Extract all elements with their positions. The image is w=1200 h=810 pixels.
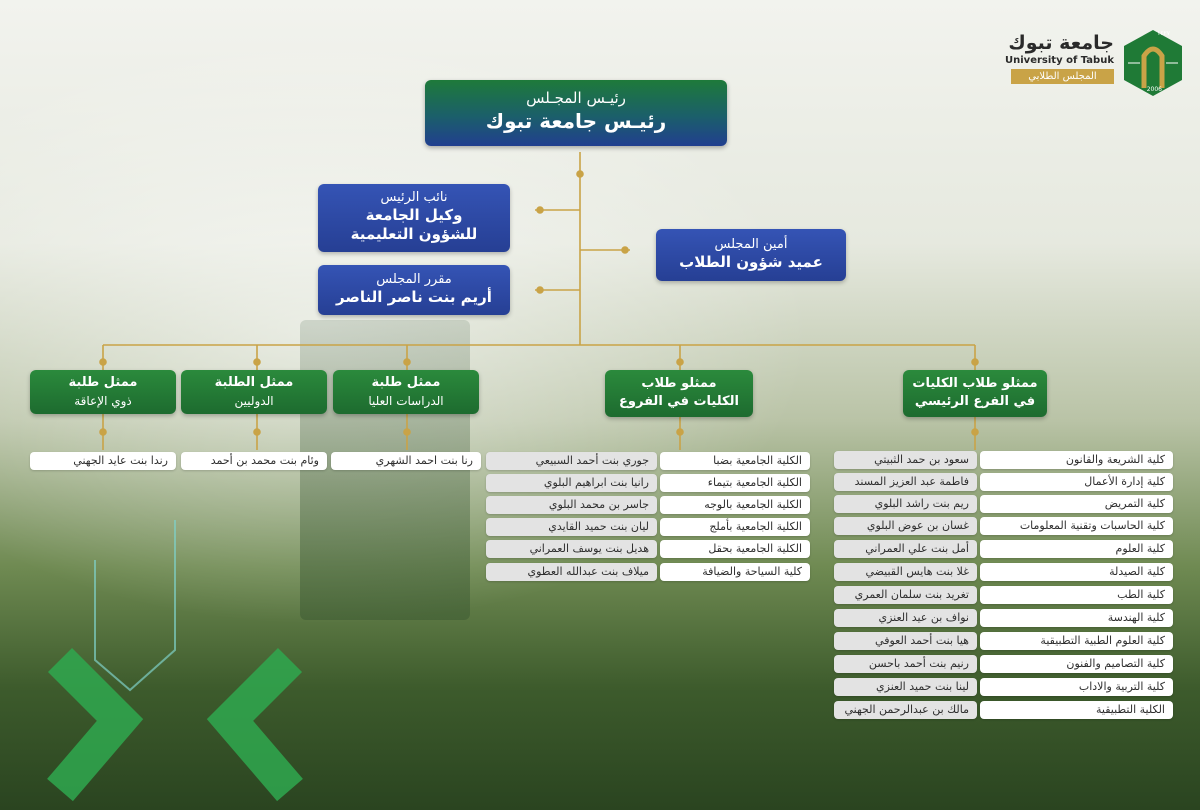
college-name: كلية الحاسبات وتقنية المعلومات <box>980 517 1173 535</box>
logo-year: 2006 <box>1146 86 1162 93</box>
college-rep: نواف بن عيد العنزي <box>834 609 977 627</box>
grad-rep: رنا بنت احمد الشهري <box>331 452 481 470</box>
college-name: الكلية الجامعية بضبا <box>660 452 810 470</box>
rapporteur-box: مقرر المجلس أريم بنت ناصر الناصر <box>318 265 510 315</box>
vice-name-line1: وكيل الجامعة <box>365 206 463 224</box>
vice-title: نائب الرئيس <box>380 190 448 205</box>
secretary-title: أمين المجلس <box>714 237 788 252</box>
college-name: كلية العلوم <box>980 540 1173 558</box>
college-name: الكلية الجامعية بتيماء <box>660 474 810 492</box>
college-rep: هيا بنت أحمد العوفي <box>834 632 977 650</box>
college-rep: أمل بنت علي العمراني <box>834 540 977 558</box>
college-name: كلية الهندسة <box>980 609 1173 627</box>
college-rep: ليان بنت حميد القايدي <box>486 518 657 536</box>
college-name: كلية التربية والاداب <box>980 678 1173 696</box>
college-name: الكلية الجامعية بحقل <box>660 540 810 558</box>
college-name: كلية الشريعة والقانون <box>980 451 1173 469</box>
group-main-branch: ممثلو طلاب الكليات في الفرع الرئيسي <box>903 370 1047 417</box>
college-rep: ميلاف بنت عبدالله العطوي <box>486 563 657 581</box>
college-rep: مالك بن عبدالرحمن الجهني <box>834 701 977 719</box>
intl-rep: وئام بنت محمد بن أحمد <box>181 452 327 470</box>
group-main-branch-line1: ممثلو طلاب الكليات <box>912 376 1038 391</box>
college-rep: لينا بنت حميد العنزي <box>834 678 977 696</box>
group-main-branch-line2: في الفرع الرئيسي <box>914 394 1036 409</box>
college-rep: سعود بن حمد الثبيتي <box>834 451 977 469</box>
logo-name-ar: جامعة تبوك <box>1008 32 1114 54</box>
group-disabilities-line2: ذوي الإعاقة <box>74 394 132 408</box>
rapporteur-title: مقرر المجلس <box>376 272 452 287</box>
college-name: كلية التصاميم والفنون <box>980 655 1173 673</box>
group-international: ممثل الطلبة الدوليين <box>181 370 327 414</box>
college-rep: تغريد بنت سلمان العمري <box>834 586 977 604</box>
college-name: الكلية التطبيقية <box>980 701 1173 719</box>
group-disabilities-line1: ممثل طلبة <box>68 375 138 390</box>
logo-name-en: University of Tabuk <box>1005 55 1114 66</box>
group-branches-line2: الكليات في الفروع <box>619 394 739 409</box>
secretary-box: أمين المجلس عميد شؤون الطلاب <box>656 229 846 281</box>
group-disabilities: ممثل طلبة ذوي الإعاقة <box>30 370 176 414</box>
college-name: كلية إدارة الأعمال <box>980 473 1173 491</box>
logo-year-hijri: ١٤٢٧ <box>1157 30 1170 37</box>
group-branches-line1: ممثلو طلاب <box>641 376 717 391</box>
university-logo: ١٤٢٧ 2006 جامعة تبوك University of Tabuk… <box>999 28 1184 98</box>
college-rep: غسان بن عوض البلوي <box>834 517 977 535</box>
college-name: كلية الصيدلة <box>980 563 1173 581</box>
group-graduate: ممثل طلبة الدراسات العليا <box>333 370 479 414</box>
group-international-line1: ممثل الطلبة <box>214 375 294 390</box>
president-name: رئيـس جامعة تبوك <box>485 109 667 133</box>
college-name: كلية السياحة والضيافة <box>660 563 810 581</box>
group-branches: ممثلو طلاب الكليات في الفروع <box>605 370 753 417</box>
college-name: الكلية الجامعية بأملج <box>660 518 810 536</box>
college-name: كلية التمريض <box>980 495 1173 513</box>
disab-rep: رندا بنت عايد الجهني <box>30 452 176 470</box>
group-international-line2: الدوليين <box>234 394 274 408</box>
college-name: كلية العلوم الطبية التطبيقية <box>980 632 1173 650</box>
logo-council: المجلس الطلابي <box>1011 69 1114 84</box>
president-box: رئيـس المجـلس رئيـس جامعة تبوك <box>425 80 727 146</box>
college-rep: غلا بنت هايس القبيضي <box>834 563 977 581</box>
college-name: كلية الطب <box>980 586 1173 604</box>
college-rep: فاطمة عبد العزيز المسند <box>834 473 977 491</box>
college-rep: رانيا بنت ابراهيم البلوي <box>486 474 657 492</box>
rapporteur-name: أريم بنت ناصر الناصر <box>336 288 492 306</box>
vice-president-box: نائب الرئيس وكيل الجامعة للشؤون التعليمي… <box>318 184 510 252</box>
secretary-name: عميد شؤون الطلاب <box>679 253 823 271</box>
group-graduate-line1: ممثل طلبة <box>371 375 441 390</box>
college-rep: رنيم بنت أحمد باحسن <box>834 655 977 673</box>
college-rep: جوري بنت أحمد السبيعي <box>486 452 657 470</box>
group-graduate-line2: الدراسات العليا <box>368 394 444 408</box>
president-title: رئيـس المجـلس <box>526 89 626 107</box>
college-name: الكلية الجامعية بالوجه <box>660 496 810 514</box>
college-rep: جاسر بن محمد البلوي <box>486 496 657 514</box>
college-rep: هديل بنت يوسف العمراني <box>486 540 657 558</box>
college-rep: ريم بنت راشد البلوي <box>834 495 977 513</box>
university-emblem-icon <box>1124 30 1182 96</box>
vice-name-line2: للشؤون التعليمية <box>350 225 478 243</box>
